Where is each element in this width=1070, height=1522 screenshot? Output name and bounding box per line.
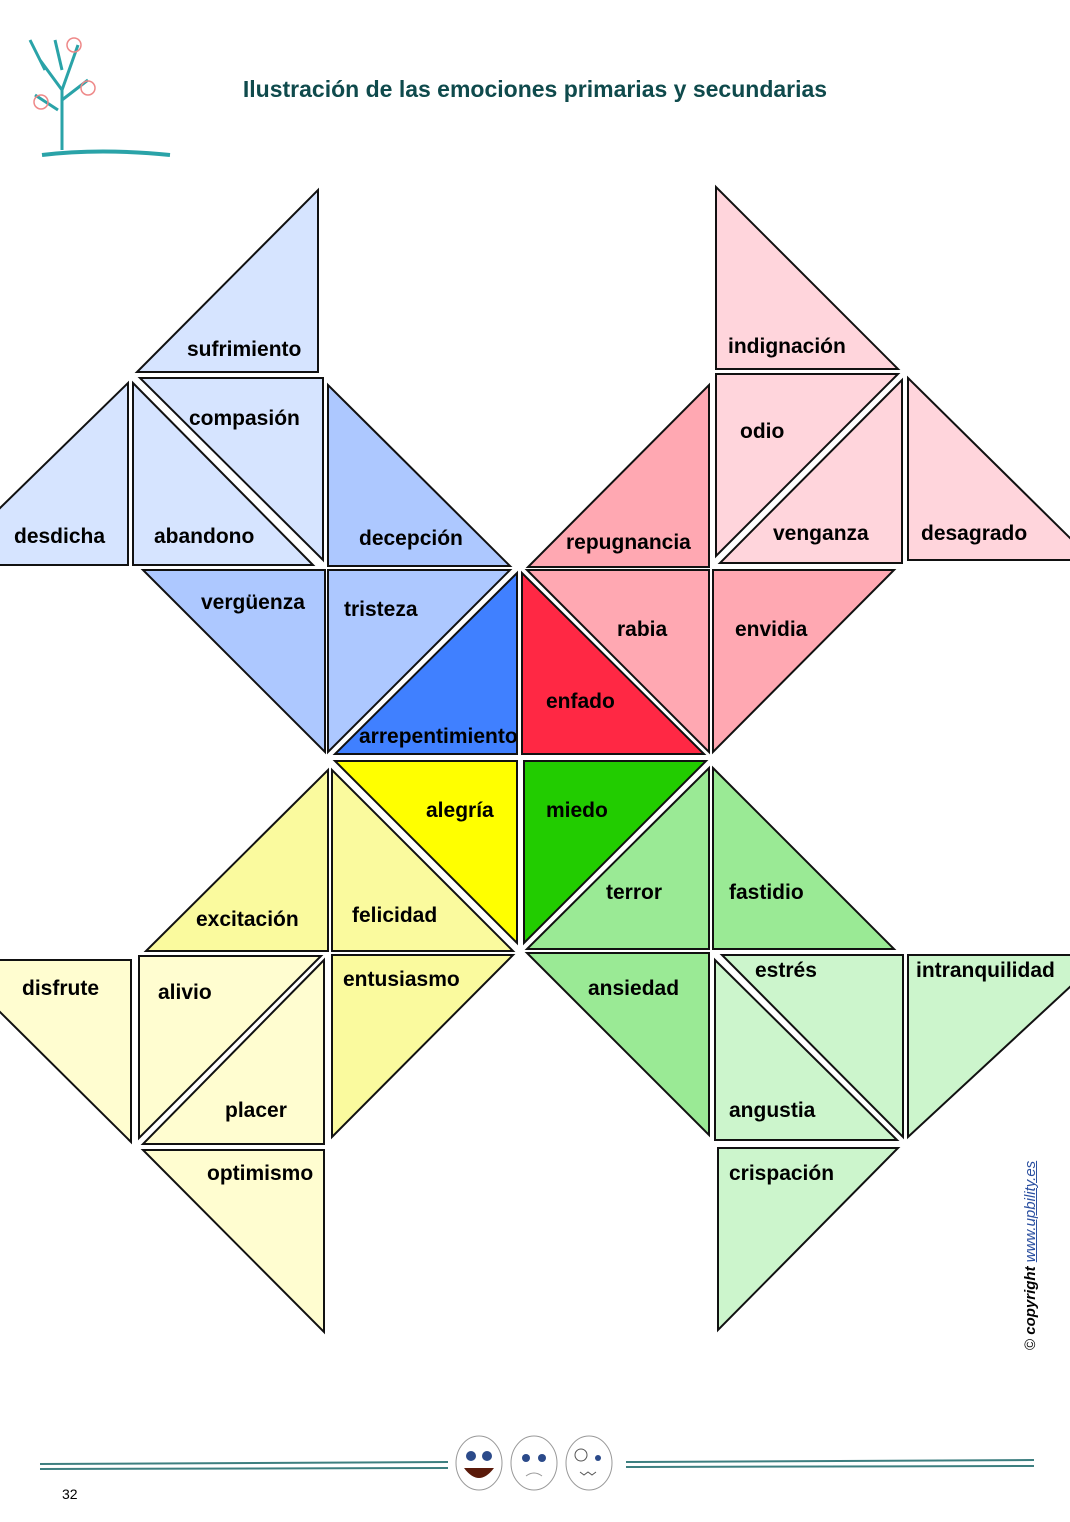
triangle-crispacion: [717, 1147, 901, 1333]
footer-divider-left: [39, 1461, 449, 1470]
label-alivio: alivio: [158, 981, 212, 1004]
copyright-symbol: ©: [1022, 1338, 1039, 1350]
triangle-repugnancia: [525, 382, 710, 568]
triangle-optimismo: [140, 1149, 325, 1335]
triangle-ansiedad: [524, 952, 710, 1138]
label-decepcion: decepción: [359, 527, 463, 550]
label-terror: terror: [606, 881, 662, 904]
triangle-angustia: [714, 957, 900, 1141]
triangle-decepcion: [327, 382, 513, 567]
triangle-compasion: [137, 377, 324, 563]
tree-logo: [28, 37, 171, 157]
triangle-felicidad: [331, 767, 516, 952]
triangle-terror: [524, 765, 710, 950]
label-desagrado: desagrado: [921, 522, 1027, 545]
triangle-odio: [715, 373, 901, 559]
label-verguenza: vergüenza: [201, 591, 305, 614]
triangle-venganza: [717, 377, 903, 564]
label-envidia: envidia: [735, 618, 808, 641]
label-angustia: angustia: [729, 1099, 816, 1122]
label-abandono: abandono: [154, 525, 254, 548]
page-title: Ilustración de las emociones primarias y…: [242, 76, 828, 102]
label-repugnancia: repugnancia: [566, 531, 691, 554]
label-disfrute: disfrute: [22, 977, 99, 1000]
label-crispacion: crispación: [729, 1162, 834, 1185]
footer-divider-right: [625, 1459, 1035, 1468]
label-alegria: alegría: [426, 799, 494, 822]
happy-face-icon: [455, 1435, 503, 1491]
triangle-placer: [140, 957, 325, 1145]
triangle-disfrute: [0, 959, 132, 1145]
triangle-entusiasmo: [331, 954, 516, 1140]
triangle-excitacion: [143, 767, 329, 952]
label-enfado: enfado: [546, 690, 615, 713]
label-estres: estrés: [755, 959, 817, 982]
triangle-arrepentimiento: [332, 570, 518, 755]
triangle-fastidio: [712, 765, 897, 950]
copyright-notice: © copyright www.upbility.es: [1022, 1161, 1039, 1350]
label-arrepentimiento: arrepentimiento: [359, 725, 518, 748]
label-compasion: compasión: [189, 407, 300, 430]
triangle-sufrimiento: [134, 187, 319, 373]
label-desdicha: desdicha: [14, 525, 105, 548]
label-indignacion: indignación: [728, 335, 846, 358]
triangle-alegria: [332, 760, 518, 946]
page-number: 32: [62, 1486, 78, 1502]
worried-face-icon: [565, 1435, 613, 1491]
triangle-intranquilidad: [907, 954, 1070, 1140]
label-odio: odio: [740, 420, 784, 443]
label-intranquilidad: intranquilidad: [916, 959, 1055, 982]
label-entusiasmo: entusiasmo: [343, 968, 460, 991]
triangle-desdicha: [0, 380, 129, 566]
triangle-tristeza: [327, 569, 513, 755]
triangle-miedo: [523, 760, 709, 946]
label-miedo: miedo: [546, 799, 608, 822]
website-link[interactable]: www.upbility.es: [1022, 1160, 1039, 1263]
triangle-indignacion: [715, 184, 901, 370]
triangle-abandono: [132, 380, 316, 566]
triangle-desagrado: [907, 375, 1070, 561]
label-felicidad: felicidad: [352, 904, 437, 927]
label-fastidio: fastidio: [729, 881, 804, 904]
label-optimismo: optimismo: [207, 1162, 313, 1185]
label-ansiedad: ansiedad: [588, 977, 679, 1000]
triangle-envidia: [712, 569, 897, 755]
triangle-verguenza: [140, 569, 326, 755]
label-excitacion: excitación: [196, 908, 299, 931]
triangle-alivio: [138, 955, 324, 1141]
label-sufrimiento: sufrimiento: [187, 338, 301, 361]
label-placer: placer: [225, 1099, 287, 1122]
triangle-rabia: [524, 569, 710, 755]
label-rabia: rabia: [617, 618, 668, 641]
label-venganza: venganza: [773, 522, 869, 545]
copyright-word: copyright: [1022, 1266, 1039, 1335]
triangle-estres: [719, 954, 904, 1140]
triangle-enfado: [521, 570, 707, 755]
label-tristeza: tristeza: [344, 598, 418, 621]
sad-face-icon: [510, 1435, 558, 1491]
